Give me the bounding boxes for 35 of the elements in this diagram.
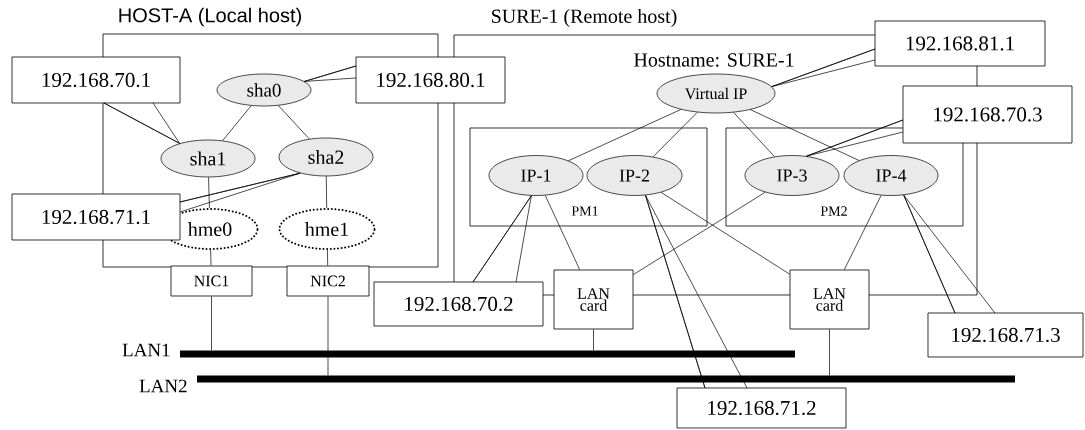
hostname-label: Hostname: SURE-1 bbox=[634, 53, 794, 67]
bar-label: LAN2 bbox=[139, 379, 187, 393]
connector-line bbox=[208, 177, 210, 209]
connector-line bbox=[278, 105, 310, 140]
nic-box: NIC2 bbox=[286, 265, 370, 297]
callout-box: 192.168.71.2 bbox=[676, 387, 847, 429]
connector-line bbox=[325, 176, 328, 209]
connector-line bbox=[660, 192, 790, 275]
callout-box: 192.168.71.3 bbox=[927, 312, 1084, 358]
callout-box: 192.168.70.3 bbox=[902, 85, 1073, 144]
connector-line bbox=[327, 296, 329, 376]
connector-line bbox=[633, 191, 766, 275]
bar-label: LAN1 bbox=[122, 343, 170, 357]
nic-box: NIC1 bbox=[170, 265, 253, 297]
connector-line bbox=[210, 249, 212, 266]
connector-line bbox=[750, 109, 860, 161]
lan-card-box: LAN card bbox=[553, 269, 634, 330]
box-title: SURE-1 (Remote host) bbox=[492, 8, 677, 28]
callout-box: 192.168.81.1 bbox=[874, 20, 1046, 67]
connector-line bbox=[222, 105, 252, 141]
connector-line bbox=[652, 112, 698, 158]
connector-line bbox=[829, 329, 830, 376]
connector-line bbox=[211, 296, 212, 351]
callout-box: 192.168.71.1 bbox=[11, 193, 181, 241]
connector-line bbox=[568, 109, 682, 162]
callout-box: 192.168.80.1 bbox=[355, 56, 506, 104]
connector-line bbox=[733, 112, 775, 157]
connector-line bbox=[593, 329, 594, 351]
connector-line bbox=[843, 195, 882, 270]
callout-box: 192.168.70.1 bbox=[11, 56, 181, 104]
connector-line bbox=[327, 249, 329, 266]
lan-card-box: LAN card bbox=[789, 269, 870, 330]
connector-line bbox=[544, 195, 580, 270]
box-title: HOST-A (Local host) bbox=[119, 7, 301, 27]
callout-box: 192.168.70.2 bbox=[373, 281, 544, 327]
